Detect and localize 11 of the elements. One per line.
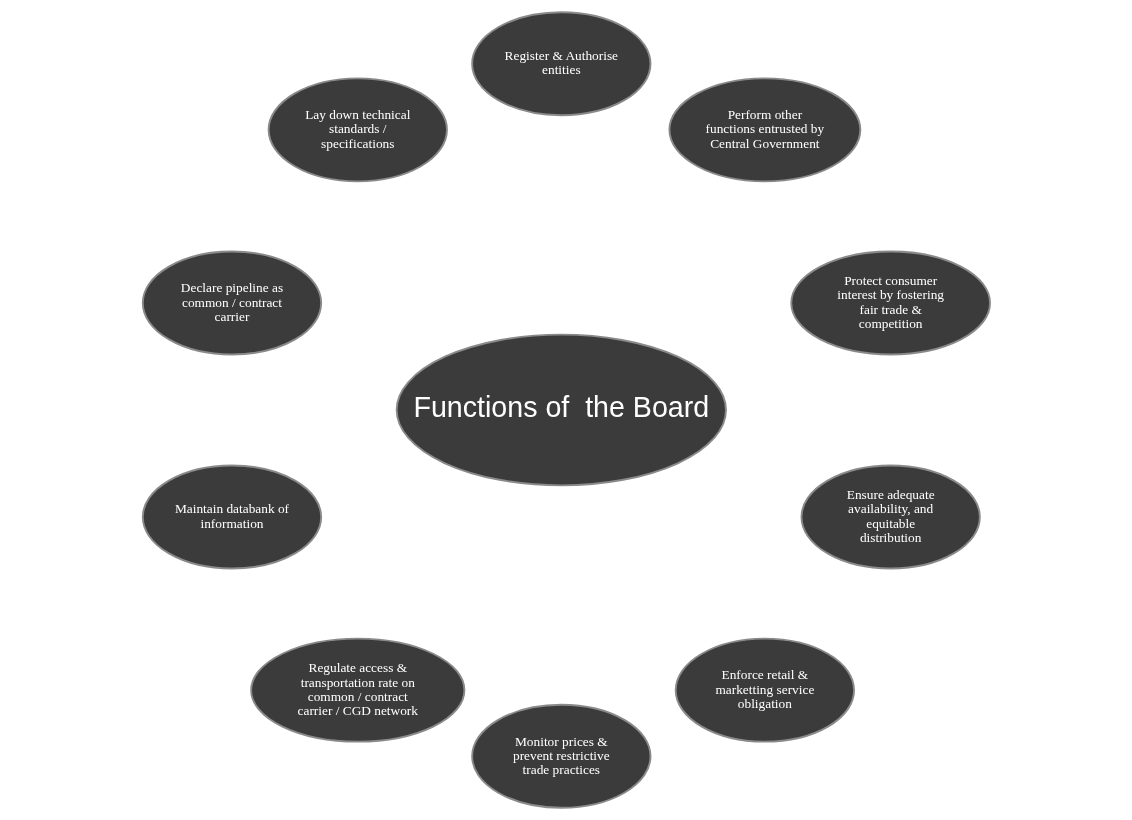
- node-ellipse: Enforce retail & marketting service obligation: [674, 637, 855, 743]
- node-ellipse: Perform other functions entrusted by Central Government: [667, 77, 861, 183]
- node-ellipse: Regulate access & transportation rate on common / contract carrier / CGD network: [249, 637, 465, 743]
- node-ellipse: Lay down technical standards / specifications: [267, 77, 448, 183]
- node-ellipse: Monitor prices & prevent restrictive trade practices: [470, 703, 651, 809]
- node-ellipse: Functions of the Board: [395, 333, 727, 487]
- node-ellipse: Protect consumer interest by fostering fair trade & competition: [789, 250, 991, 356]
- node-ellipse: Declare pipeline as common / contract carrier: [141, 250, 322, 356]
- node-ellipse: Register & Authorise entities: [470, 11, 651, 117]
- node-ellipse: Ensure adequate availability, and equitable distribution: [800, 464, 981, 570]
- node-ellipse: Maintain databank of information: [141, 464, 322, 570]
